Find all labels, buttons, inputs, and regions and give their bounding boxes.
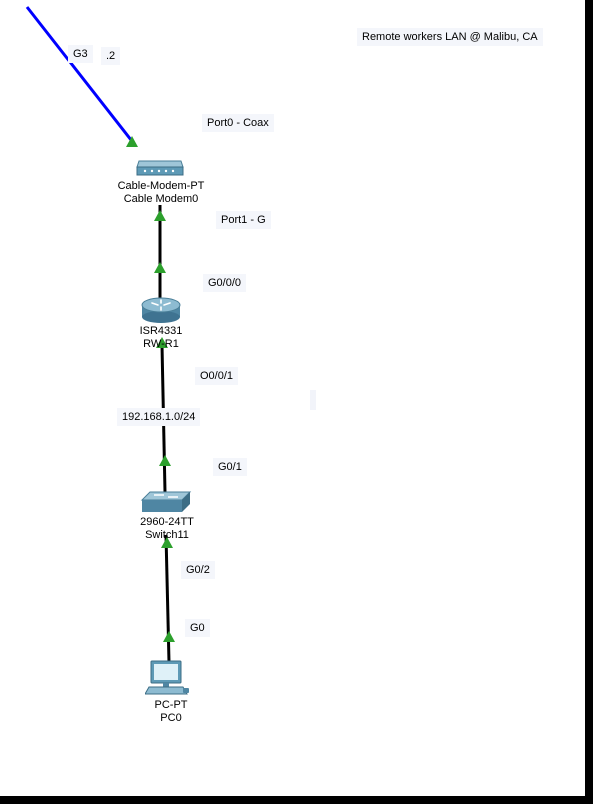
switch-label: 2960-24TT Switch11 bbox=[107, 516, 227, 542]
port-up-triangle-pc bbox=[163, 631, 175, 642]
cable-modem-icon[interactable] bbox=[135, 157, 185, 179]
pc-model: PC-PT bbox=[154, 699, 188, 711]
port-up-triangle-modem-bottom bbox=[154, 210, 166, 221]
uplink-ip-label: .2 bbox=[101, 47, 121, 65]
cable-modem-model: Cable-Modem-PT bbox=[117, 180, 205, 192]
uplink-interface-label: G3 bbox=[68, 45, 93, 63]
switch-icon[interactable] bbox=[140, 490, 192, 514]
port-up-triangle-modem-top bbox=[126, 136, 138, 147]
router-name: RW-R1 bbox=[143, 338, 179, 350]
router-label: ISR4331 RW-R1 bbox=[101, 325, 221, 351]
switch-pc-wire[interactable] bbox=[164, 534, 171, 663]
port-up-triangle-switch-top bbox=[159, 455, 171, 466]
router-icon[interactable] bbox=[139, 293, 183, 325]
link-wires bbox=[25, 6, 175, 663]
pc-name: PC0 bbox=[160, 712, 182, 724]
port-up-triangle-switch-bottom bbox=[161, 537, 173, 548]
location-note[interactable]: Remote workers LAN @ Malibu, CA bbox=[357, 28, 543, 46]
pc-port-label: G0 bbox=[185, 619, 210, 637]
switch-name: Switch11 bbox=[145, 529, 189, 541]
modem-top-port-label: Port0 - Coax bbox=[202, 114, 274, 132]
port-up-triangle-router-top bbox=[154, 262, 166, 273]
switch-top-port-label: G0/1 bbox=[213, 458, 247, 476]
port-up-triangle-router-bottom bbox=[156, 337, 168, 348]
cable-modem-label: Cable-Modem-PT Cable Modem0 bbox=[101, 180, 221, 206]
pc-label: PC-PT PC0 bbox=[111, 699, 231, 725]
empty-label-placeholder bbox=[310, 390, 316, 410]
uplink-wire[interactable] bbox=[25, 6, 137, 146]
pc-icon[interactable] bbox=[145, 660, 191, 698]
router-model: ISR4331 bbox=[139, 325, 183, 337]
cable-modem-name: Cable Modem0 bbox=[123, 193, 199, 205]
topology-canvas[interactable]: G3 .2 Remote workers LAN @ Malibu, CA Po… bbox=[0, 0, 585, 796]
switch-model: 2960-24TT bbox=[140, 516, 194, 528]
lan-network-label: 192.168.1.0/24 bbox=[117, 408, 201, 426]
router-top-port-label: G0/0/0 bbox=[203, 274, 247, 292]
switch-bottom-port-label: G0/2 bbox=[181, 561, 215, 579]
router-bottom-port-label: O0/0/1 bbox=[195, 367, 239, 385]
modem-bottom-port-label: Port1 - G bbox=[216, 211, 271, 229]
